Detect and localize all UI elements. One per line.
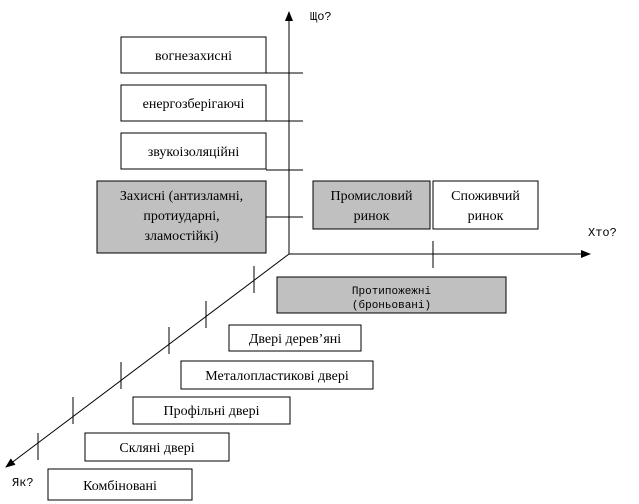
svg-text:ринок: ринок bbox=[468, 209, 504, 224]
box-wooden-doors: Двері дерев’яні bbox=[228, 324, 362, 352]
box-industrial-market: Промисловий ринок bbox=[312, 180, 431, 230]
svg-text:вогнезахисні: вогнезахисні bbox=[155, 49, 232, 64]
svg-text:(броньовані): (броньовані) bbox=[352, 299, 431, 312]
how-axis-label: Як? bbox=[12, 476, 34, 490]
svg-text:Комбіновані: Комбіновані bbox=[83, 479, 157, 494]
svg-text:Захисні (антизламні,: Захисні (антизламні, bbox=[120, 189, 243, 204]
box-combined: Комбіновані bbox=[47, 468, 193, 501]
svg-text:енергозберігаючі: енергозберігаючі bbox=[143, 97, 245, 112]
svg-text:Протипожежні: Протипожежні bbox=[352, 286, 432, 298]
svg-text:Промисловий: Промисловий bbox=[331, 189, 413, 204]
box-consumer-market: Споживчий ринок bbox=[432, 180, 539, 230]
box-fire-armored: Протипожежні (броньовані) bbox=[276, 276, 507, 314]
svg-text:Металопластикові двері: Металопластикові двері bbox=[205, 369, 349, 384]
box-protective: Захисні (антизламні, протиударні, зламос… bbox=[96, 180, 267, 254]
svg-text:протиударні,: протиударні, bbox=[143, 209, 219, 224]
what-axis-label: Що? bbox=[310, 10, 332, 24]
svg-text:звукоізоляційні: звукоізоляційні bbox=[148, 145, 240, 160]
box-glass-doors: Скляні двері bbox=[84, 432, 230, 462]
who-axis-label: Хто? bbox=[588, 226, 617, 240]
box-fireproof: вогнезахисні bbox=[120, 36, 267, 74]
svg-text:ринок: ринок bbox=[354, 209, 390, 224]
box-soundproof: звукоізоляційні bbox=[120, 132, 267, 170]
box-profile-doors: Профільні двері bbox=[132, 396, 291, 425]
svg-text:зламостійкі): зламостійкі) bbox=[144, 229, 218, 244]
svg-text:Споживчий: Споживчий bbox=[451, 189, 520, 204]
svg-text:Скляні двері: Скляні двері bbox=[119, 441, 194, 456]
how-axis-line bbox=[5, 253, 290, 468]
svg-text:Двері дерев’яні: Двері дерев’яні bbox=[249, 332, 341, 347]
svg-text:Профільні двері: Профільні двері bbox=[163, 404, 259, 419]
box-energy-saving: енергозберігаючі bbox=[120, 84, 267, 122]
box-metal-plastic-doors: Металопластикові двері bbox=[180, 360, 374, 390]
